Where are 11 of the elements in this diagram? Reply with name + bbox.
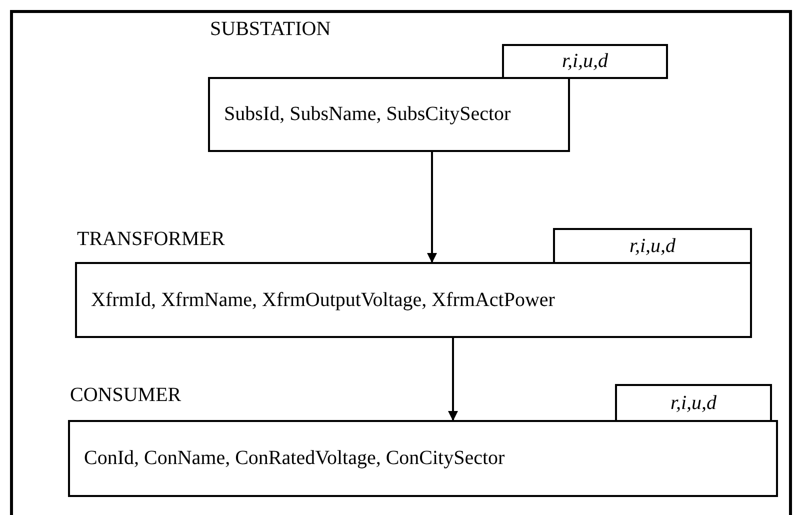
access-rights-box: r,i,u,d <box>553 228 752 264</box>
entity-name: TRANSFORMER <box>77 228 225 251</box>
entity-name: SUBSTATION <box>210 18 331 41</box>
arrow <box>448 338 458 421</box>
access-rights-box: r,i,u,d <box>502 44 668 79</box>
arrow <box>427 152 437 263</box>
attribute-list: XfrmId, XfrmName, XfrmOutputVoltage, XfrmActPower <box>91 288 555 312</box>
attribute-list: ConId, ConName, ConRatedVoltage, ConCitySector <box>84 447 505 470</box>
attribute-list: SubsId, SubsName, SubsCitySector <box>224 103 511 126</box>
entity-name: CONSUMER <box>70 384 182 407</box>
access-rights-box: r,i,u,d <box>615 384 772 422</box>
